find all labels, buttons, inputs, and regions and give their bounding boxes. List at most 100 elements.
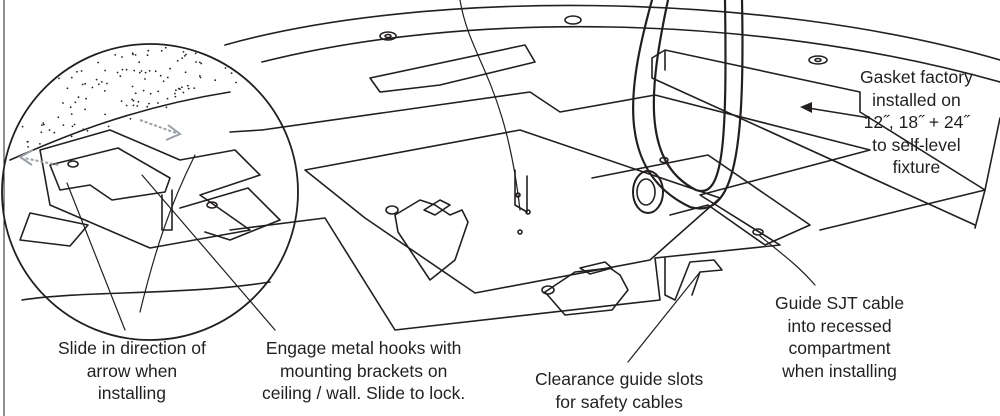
stipple-dot (85, 97, 87, 100)
stipple-dot (182, 51, 185, 53)
stipple-dot (166, 76, 169, 79)
stipple-dot (66, 87, 69, 90)
stipple-dot (146, 105, 149, 108)
cable-grommet (632, 170, 664, 214)
stipple-dot (58, 77, 60, 80)
inset-lower-plate (19, 212, 89, 247)
stipple-dot (148, 70, 151, 72)
stipple-dot (154, 70, 157, 73)
stipple-dot (116, 71, 119, 74)
stipple-dot (183, 55, 186, 57)
stipple-dot (27, 146, 29, 148)
stipple-dot (70, 113, 73, 115)
stipple-dot (70, 135, 73, 138)
stipple-dot (57, 116, 60, 119)
stipple-dot (86, 130, 89, 132)
fixture-rim-right (974, 117, 1000, 229)
stipple-dot (132, 53, 134, 56)
stipple-dot (181, 57, 184, 59)
label-gasket-line-4: to self-level (872, 134, 961, 155)
stipple-dot (140, 70, 143, 72)
stipple-dot (194, 52, 197, 55)
label-slide-line-3: installing (97, 383, 166, 403)
stipple-dot (157, 102, 159, 104)
rim-hole-2 (564, 15, 582, 25)
channel-hole-3 (517, 229, 523, 235)
screw-upper (385, 205, 399, 215)
label-guide-line-3: compartment (788, 338, 891, 358)
label-slide: Slide in direction of arrow when install… (58, 337, 206, 405)
stipple-dot (53, 131, 56, 134)
stipple-dot (185, 53, 187, 56)
stipple-dot (114, 54, 117, 56)
stipple-dot (21, 125, 24, 128)
stipple-dot (125, 68, 128, 71)
stipple-dot (39, 143, 41, 145)
zoom-inset (1, 43, 299, 341)
stipple-dot (169, 67, 172, 70)
stipple-dot (224, 67, 227, 69)
stipple-dot (70, 76, 73, 79)
label-gasket-line-5: fixture (892, 157, 941, 177)
stipple-dot (107, 125, 110, 128)
stipple-dot (181, 86, 183, 89)
stipple-dot (48, 129, 51, 131)
screw-lower (541, 285, 555, 295)
stipple-dot (106, 82, 108, 85)
stipple-dot (174, 92, 176, 95)
stipple-dot (176, 59, 179, 62)
ceiling-texture (21, 46, 238, 148)
stipple-dot (125, 104, 128, 107)
stipple-dot (199, 61, 201, 64)
stipple-dot (120, 100, 123, 102)
stipple-dot (133, 69, 136, 72)
stipple-dot (82, 128, 85, 131)
stipple-dot (104, 113, 106, 116)
leader-clearance (627, 271, 701, 363)
stipple-dot (142, 89, 145, 92)
stipple-dot (43, 123, 45, 126)
stipple-dot (69, 106, 72, 109)
stipple-dot (146, 54, 149, 57)
stipple-dot (121, 56, 123, 58)
stipple-dot (138, 71, 141, 74)
label-guide: Guide SJT cable into recessed compartmen… (775, 292, 904, 382)
stipple-dot (144, 71, 147, 74)
stipple-dot (144, 78, 146, 80)
label-engage: Engage metal hooks with mounting bracket… (262, 337, 465, 405)
stipple-dot (26, 141, 29, 143)
stipple-dot (160, 49, 163, 52)
sjt-cable-outer (632, 0, 744, 210)
stipple-dot (132, 104, 135, 107)
channel-hole-1 (515, 192, 521, 198)
slot-tab-right (664, 257, 723, 301)
direction-arrow-1 (139, 119, 182, 141)
stipple-dot (119, 75, 122, 78)
label-clearance: Clearance guide slots for safety cables (535, 368, 703, 413)
label-engage-line-2: mounting brackets on (279, 360, 448, 381)
stipple-dot (165, 106, 168, 109)
stipple-dot (131, 98, 134, 101)
leader-engage (141, 174, 276, 331)
stipple-dot (134, 54, 137, 56)
direction-arrow-2 (18, 149, 59, 166)
label-engage-line-1: Engage metal hooks with (265, 338, 462, 358)
label-guide-line-4: when installing (782, 360, 897, 381)
stipple-dot (41, 124, 43, 126)
stipple-dot (84, 82, 86, 85)
stipple-dot (195, 61, 198, 63)
stipple-dot (162, 80, 165, 83)
hook-bracket-upper (394, 199, 469, 281)
inset-plate (39, 129, 261, 249)
label-engage-line-3: ceiling / wall. Slide to lock. (262, 383, 466, 403)
stipple-dot (138, 61, 141, 64)
hook-bracket-lower (544, 267, 629, 316)
leader-slide (66, 182, 126, 331)
stipple-dot (166, 97, 169, 100)
stipple-dot (198, 75, 201, 77)
stipple-dot (157, 90, 160, 93)
stipple-dot (200, 62, 203, 65)
stipple-dot (136, 105, 139, 107)
